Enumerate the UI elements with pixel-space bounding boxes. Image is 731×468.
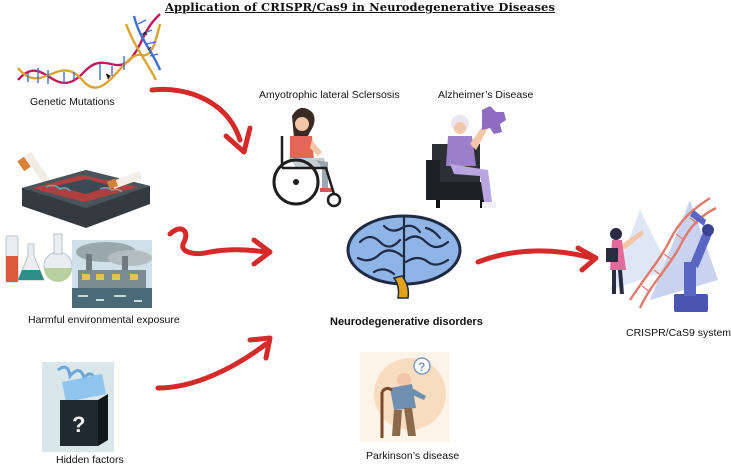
- hidden-factors-label: Hidden factors: [56, 454, 124, 466]
- svg-text:?: ?: [418, 360, 425, 374]
- diagram-title: Application of CRISPR/Cas9 in Neurodegen…: [164, 0, 556, 14]
- arrow-environment-to-disorders: [167, 226, 273, 267]
- svg-text:?: ?: [72, 412, 85, 437]
- parkinsons-label: Parkinson’s disease: [366, 450, 460, 462]
- crispr-system-label: CRISPR/CaS9 system: [626, 327, 731, 339]
- genetic-mutations-label: Genetic Mutations: [30, 96, 115, 108]
- neurodegenerative-disorders-label: Neurodegenerative disorders: [330, 316, 483, 328]
- arrow-hidden-to-disorders: [155, 335, 273, 391]
- mystery-box-illustration: ?: [42, 362, 114, 452]
- ashtray-illustration: [17, 151, 150, 228]
- dna-helix-illustration: [17, 13, 162, 89]
- lab-glassware-illustration: [5, 233, 73, 283]
- environmental-exposure-label: Harmful environmental exposure: [28, 314, 180, 326]
- parkinsons-person-illustration: ?: [360, 352, 450, 442]
- als-label: Amyotrophic lateral Sclersosis: [259, 89, 400, 101]
- armchair-person-illustration: [426, 106, 506, 208]
- factory-pollution-illustration: [72, 240, 152, 308]
- wheelchair-person-illustration: [272, 107, 342, 208]
- crispr-robot-illustration: [606, 197, 718, 312]
- brain-illustration: [346, 214, 462, 299]
- arrow-disorders-to-crispr: [475, 245, 599, 273]
- alzheimers-label: Alzheimer’s Disease: [438, 89, 534, 101]
- arrow-genetic-to-disorders: [149, 86, 253, 155]
